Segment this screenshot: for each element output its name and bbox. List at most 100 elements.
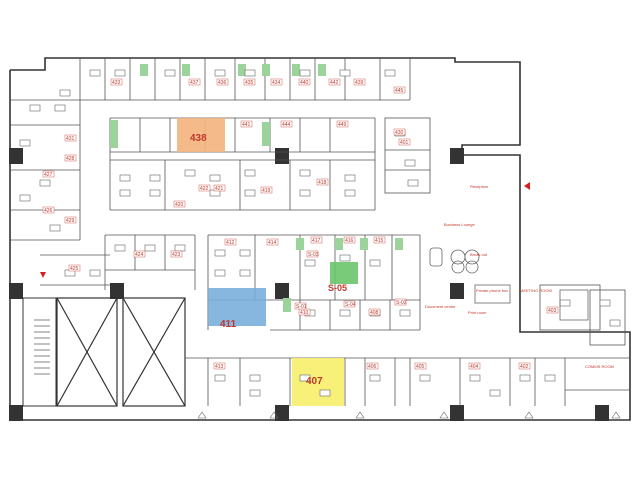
interior-walls [10,58,630,406]
desk [39,179,51,187]
room-label-box [173,200,186,208]
business-lounge-label: Business Lounge [444,222,475,227]
room-number-435: 435 [245,80,254,86]
room-number-433: 433 [112,80,121,86]
desk [469,374,481,382]
room-label-box [343,300,356,308]
room-number-413: 413 [215,364,224,370]
glass-partitions [110,64,403,312]
room-number-S-03: S-03 [308,252,319,258]
desk [339,309,351,317]
room-number-402: 402 [520,364,529,370]
desk [214,249,226,257]
room-label-box [170,250,183,258]
desk [249,374,261,382]
label-407: 407 [306,376,323,387]
room-label-box [298,78,311,86]
highlight-411[interactable] [208,288,266,326]
highlight-407[interactable] [292,358,344,406]
room-number-S-01: S-01 [296,304,307,310]
room-label-box [110,78,123,86]
room-number-439: 439 [355,80,364,86]
desk [304,259,316,267]
room-label-box [68,264,81,272]
room-number-445: 445 [395,88,404,94]
desk [249,389,261,397]
desk [384,69,396,77]
room-number-434: 434 [272,80,281,86]
desk [114,69,126,77]
desk [19,194,31,202]
room-label-box [368,308,381,316]
desk [239,249,251,257]
comms-room-label: COMMS ROOM [585,364,614,369]
document-centre-label: Document centre [425,304,456,309]
room-label-box [243,78,256,86]
desk [89,69,101,77]
desk [164,69,176,77]
room-number-436: 436 [218,80,227,86]
room-number-444: 444 [282,122,291,128]
room-label-box [294,302,307,310]
room-label-box [188,78,201,86]
room-number-421: 421 [215,186,224,192]
desk [519,374,531,382]
room-number-419: 419 [262,188,271,194]
room-number-420: 420 [175,202,184,208]
desk [184,169,196,177]
room-number-425: 425 [70,266,79,272]
desk [244,69,256,77]
desk [54,104,66,112]
desk [544,374,556,382]
meeting-room-label: MEETING ROOM [520,288,552,293]
room-number-403: 403 [548,308,557,314]
room-label-box [316,178,329,186]
desk [19,139,31,147]
highlight-labels: 438 411 407 S-05 [190,133,347,387]
desk [369,374,381,382]
desk [244,189,256,197]
desk [609,319,621,327]
private-phone-label: Private phone box [476,288,508,293]
area-labels: Reception Business Lounge Break out MEET… [425,184,614,369]
desk-furniture [19,69,621,397]
room-number-449: 449 [338,122,347,128]
label-411: 411 [220,319,237,330]
room-label-box [260,186,273,194]
desk [174,244,186,252]
desk [29,104,41,112]
room-label-box [42,170,55,178]
desk [599,299,611,307]
lounge-furniture [429,247,589,321]
room-number-412: 412 [226,240,235,246]
room-label-box [310,236,323,244]
desk [339,69,351,77]
desk [299,69,311,77]
desk [149,174,161,182]
room-label-box [518,362,531,370]
desk [214,374,226,382]
room-number-414: 414 [268,240,277,246]
room-number-429: 429 [66,218,75,224]
room-label-box [213,362,226,370]
room-number-406: 406 [368,364,377,370]
desk [89,269,101,277]
room-number-417: 417 [312,238,321,244]
room-number-408: 408 [370,310,379,316]
desk [299,189,311,197]
room-number-415: 415 [375,238,384,244]
entry-arrow-icon [40,272,46,278]
desk [319,389,331,397]
desk [214,69,226,77]
desk [49,224,61,232]
room-number-416: 416 [345,238,354,244]
desk [114,244,126,252]
highlight-438[interactable] [177,118,225,152]
room-label-box [366,362,379,370]
room-number-427: 427 [44,172,53,178]
highlight-S-05[interactable] [330,262,358,284]
room-label-box [306,250,319,258]
desk [407,179,419,187]
